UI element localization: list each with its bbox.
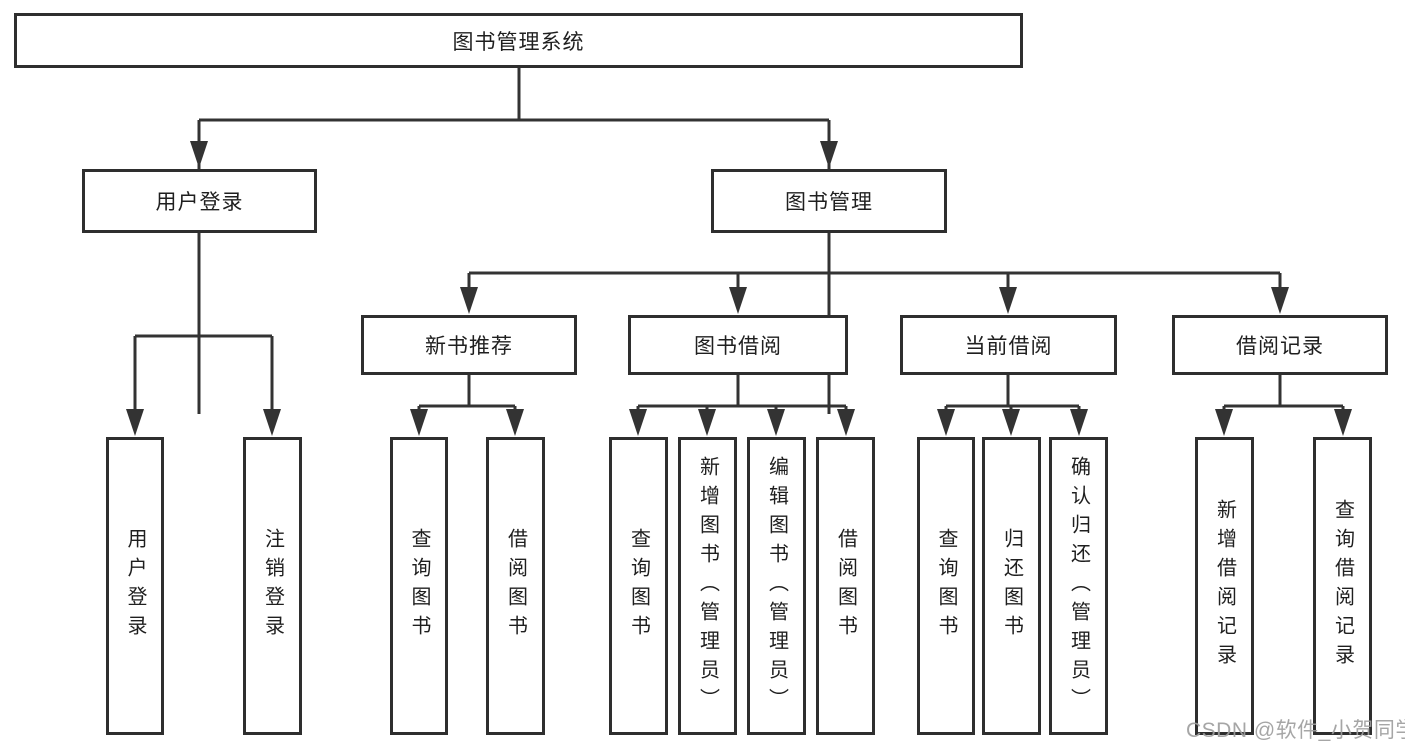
node-user-login: 用户登录	[82, 169, 317, 233]
leaf-recommend-query-books-label: 查询图书	[408, 528, 430, 644]
node-book-management-label: 图书管理	[785, 191, 873, 214]
leaf-current-query-books: 查询图书	[917, 437, 975, 735]
connector-mgmt-to-level3	[467, 233, 1282, 292]
node-new-book-recommend: 新书推荐	[361, 315, 577, 375]
leaf-return-books-label: 归还图书	[1000, 528, 1023, 644]
leaf-borrow-query-books-label: 查询图书	[627, 528, 650, 644]
node-borrow-records: 借阅记录	[1172, 315, 1388, 375]
leaf-add-books-admin-label: 新增图书（管理员）	[696, 455, 719, 717]
leaf-recommend-query-books: 查询图书	[390, 437, 448, 735]
leaf-add-books-admin: 新增图书（管理员）	[678, 437, 737, 735]
leaf-borrow-query-books: 查询图书	[609, 437, 668, 735]
leaf-add-borrow-record: 新增借阅记录	[1195, 437, 1254, 735]
leaf-edit-books-admin: 编辑图书（管理员）	[747, 437, 806, 735]
leaf-borrow-books: 借阅图书	[816, 437, 875, 735]
connector-recommend-to-leaves	[417, 375, 517, 414]
leaf-recommend-borrow-books: 借阅图书	[486, 437, 545, 735]
node-current-borrow: 当前借阅	[900, 315, 1117, 375]
leaf-user-login-label: 用户登录	[124, 528, 146, 644]
node-library-system: 图书管理系统	[14, 13, 1023, 68]
leaf-borrow-books-label: 借阅图书	[834, 528, 857, 644]
node-book-borrow: 图书借阅	[628, 315, 848, 375]
leaf-edit-books-admin-label: 编辑图书（管理员）	[765, 455, 788, 717]
node-borrow-records-label: 借阅记录	[1236, 335, 1324, 358]
leaf-confirm-return-admin: 确认归还（管理员）	[1049, 437, 1108, 735]
leaf-return-books: 归还图书	[982, 437, 1041, 735]
leaf-current-query-books-label: 查询图书	[935, 528, 957, 644]
node-book-borrow-label: 图书借阅	[694, 335, 782, 358]
connector-login-to-leaves	[133, 233, 274, 412]
node-current-borrow-label: 当前借阅	[964, 335, 1053, 358]
connector-root-to-level2	[197, 68, 831, 414]
node-book-management: 图书管理	[711, 169, 947, 233]
leaf-recommend-borrow-books-label: 借阅图书	[504, 528, 527, 644]
node-new-book-recommend-label: 新书推荐	[425, 335, 513, 358]
leaf-user-login: 用户登录	[106, 437, 164, 735]
connector-current-to-leaves	[944, 375, 1081, 414]
leaf-query-borrow-record-label: 查询借阅记录	[1331, 499, 1354, 673]
leaf-logout: 注销登录	[243, 437, 302, 735]
connector-borrow-to-leaves	[636, 375, 848, 414]
leaf-add-borrow-record-label: 新增借阅记录	[1213, 499, 1236, 673]
node-user-login-label: 用户登录	[155, 191, 244, 214]
arrowheads	[126, 141, 1352, 436]
leaf-logout-label: 注销登录	[261, 528, 284, 644]
leaf-confirm-return-admin-label: 确认归还（管理员）	[1067, 455, 1090, 717]
csdn-watermark: CSDN @软件_小贺同学	[1186, 719, 1405, 742]
node-library-system-label: 图书管理系统	[452, 30, 585, 54]
connector-records-to-leaves	[1222, 375, 1345, 414]
leaf-query-borrow-record: 查询借阅记录	[1313, 437, 1372, 735]
